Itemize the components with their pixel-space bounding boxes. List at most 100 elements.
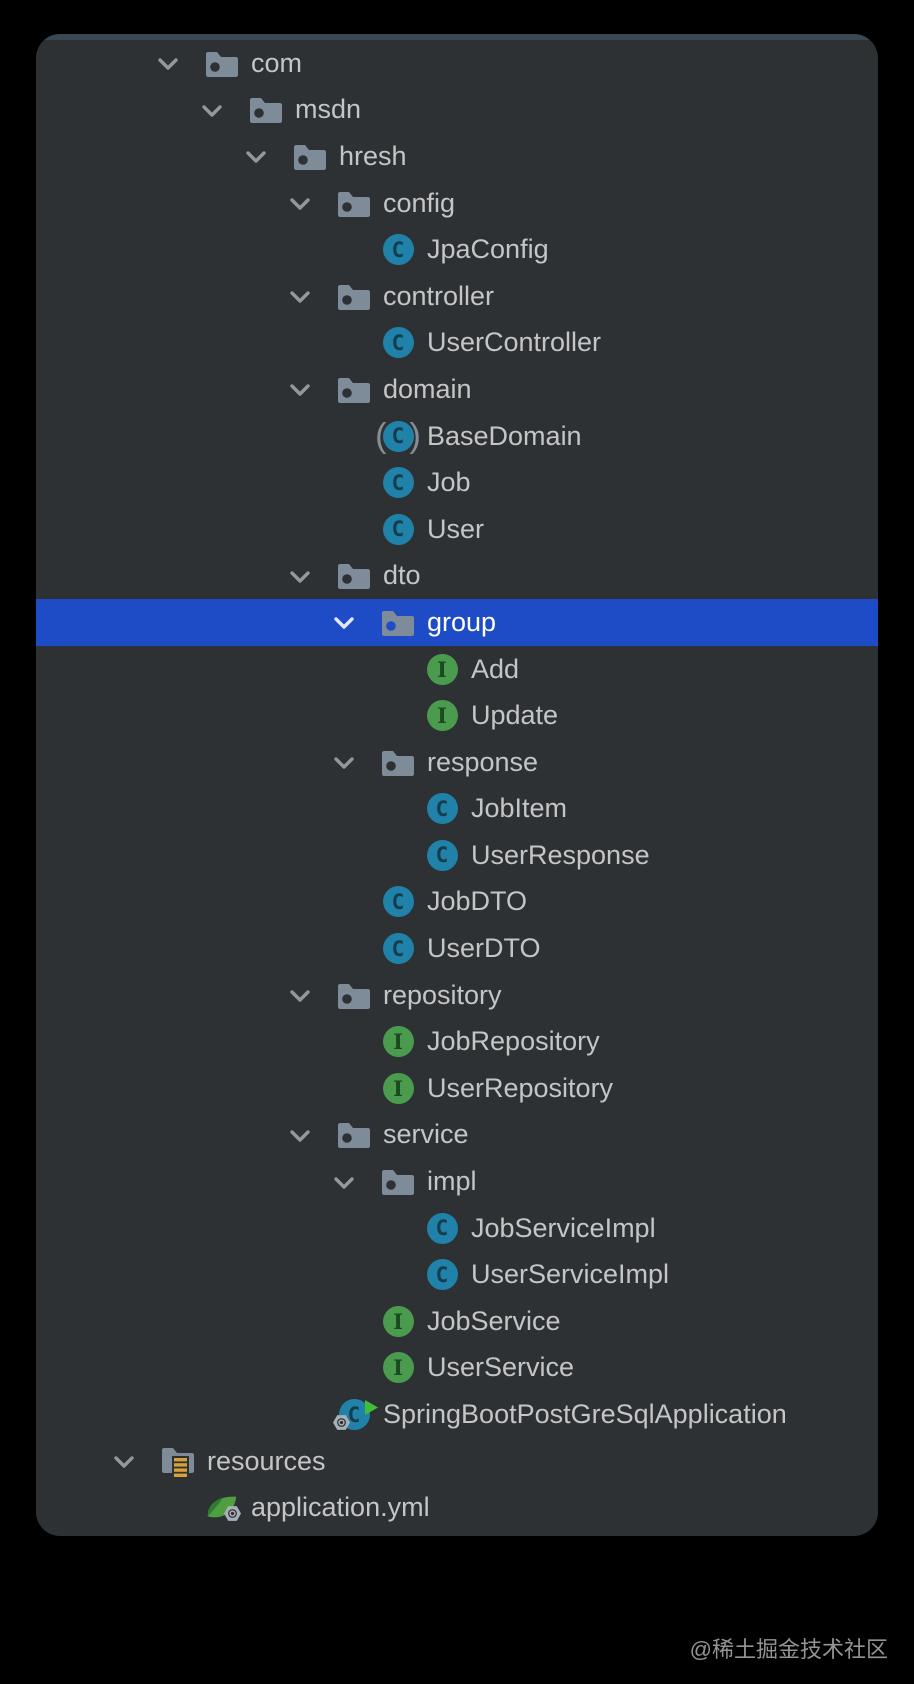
folder-icon xyxy=(336,977,372,1013)
tree-item-label: SpringBootPostGreSqlApplication xyxy=(383,1399,787,1430)
tree-item-label: JobService xyxy=(427,1305,561,1336)
indent-spacer xyxy=(330,1307,358,1335)
tree-row-jobserviceimpl[interactable]: C JobServiceImpl xyxy=(36,1205,878,1252)
tree-item-label: UserServiceImpl xyxy=(471,1259,670,1290)
tree-row-msdn[interactable]: msdn xyxy=(36,87,878,134)
folder-icon xyxy=(336,278,372,314)
tree-item-label: com xyxy=(251,47,303,78)
watermark: @稀土掘金技术社区 xyxy=(689,1637,888,1662)
tree-item-label: repository xyxy=(383,979,502,1010)
class-icon: C xyxy=(424,1210,460,1246)
tree-item-label: impl xyxy=(427,1166,477,1197)
chevron-down-icon[interactable] xyxy=(286,189,314,217)
chevron-down-icon[interactable] xyxy=(198,96,226,124)
tree-row-dto[interactable]: dto xyxy=(36,553,878,600)
tree-item-label: JobServiceImpl xyxy=(471,1212,656,1243)
tree-row-userdto[interactable]: C UserDTO xyxy=(36,925,878,972)
tree-row-domain[interactable]: domain xyxy=(36,366,878,413)
tree-item-label: Add xyxy=(471,653,520,684)
resources-folder-icon xyxy=(160,1443,196,1479)
interface-icon: I xyxy=(380,1303,416,1339)
tree-row-repository[interactable]: repository xyxy=(36,972,878,1019)
interface-icon: I xyxy=(380,1070,416,1106)
tree-item-label: JobDTO xyxy=(427,886,528,917)
tree-row-service[interactable]: service xyxy=(36,1112,878,1159)
tree-item-label: JobRepository xyxy=(427,1026,600,1057)
chevron-down-icon[interactable] xyxy=(154,49,182,77)
tree-row-impl[interactable]: impl xyxy=(36,1158,878,1205)
interface-icon: I xyxy=(424,651,460,687)
tree-item-label: UserDTO xyxy=(427,933,541,964)
tree-row-hresh[interactable]: hresh xyxy=(36,133,878,180)
tree-row-application-yml[interactable]: application.yml xyxy=(36,1484,878,1531)
tree-row-add[interactable]: I Add xyxy=(36,646,878,693)
folder-icon xyxy=(248,92,284,128)
tree-item-label: resources xyxy=(207,1445,326,1476)
class-icon: C xyxy=(380,232,416,268)
folder-icon xyxy=(336,1117,372,1153)
chevron-down-icon[interactable] xyxy=(286,282,314,310)
indent-spacer xyxy=(330,469,358,497)
class-icon: C xyxy=(424,791,460,827)
chevron-down-icon[interactable] xyxy=(110,1447,138,1475)
folder-icon xyxy=(336,558,372,594)
folder-icon xyxy=(380,744,416,780)
indent-spacer xyxy=(330,935,358,963)
indent-spacer xyxy=(374,655,402,683)
tree-item-label: BaseDomain xyxy=(427,420,582,451)
tree-item-label: config xyxy=(383,187,456,218)
indent-spacer xyxy=(286,1401,314,1429)
interface-icon: I xyxy=(424,698,460,734)
indent-spacer xyxy=(330,515,358,543)
folder-icon xyxy=(336,185,372,221)
indent-spacer xyxy=(330,1354,358,1382)
folder-icon xyxy=(380,1164,416,1200)
chevron-down-icon[interactable] xyxy=(330,608,358,636)
spring-config-file-icon xyxy=(204,1490,241,1526)
chevron-down-icon[interactable] xyxy=(286,981,314,1009)
tree-item-label: response xyxy=(427,746,539,777)
tree-row-basedomain[interactable]: (C)BaseDomain xyxy=(36,413,878,460)
chevron-down-icon[interactable] xyxy=(242,142,270,170)
tree-item-label: JobItem xyxy=(471,793,568,824)
indent-spacer xyxy=(374,1261,402,1289)
chevron-down-icon[interactable] xyxy=(330,1168,358,1196)
indent-spacer xyxy=(330,1074,358,1102)
tree-row-com[interactable]: com xyxy=(36,40,878,87)
tree-item-label: hresh xyxy=(339,140,407,171)
tree-item-label: UserRepository xyxy=(427,1072,614,1103)
chevron-down-icon[interactable] xyxy=(286,1121,314,1149)
tree-row-jobservice[interactable]: I JobService xyxy=(36,1298,878,1345)
tree-row-resources[interactable]: resources xyxy=(36,1438,878,1485)
springboot-run-class-icon: C xyxy=(333,1397,378,1433)
indent-spacer xyxy=(154,1494,182,1522)
tree-row-group[interactable]: group xyxy=(36,599,878,646)
tree-row-response[interactable]: response xyxy=(36,739,878,786)
tree-row-config[interactable]: config xyxy=(36,180,878,227)
indent-spacer xyxy=(374,1214,402,1242)
tree-row-userrepository[interactable]: I UserRepository xyxy=(36,1065,878,1112)
folder-icon xyxy=(292,138,328,174)
tree-row-jobitem[interactable]: C JobItem xyxy=(36,786,878,833)
chevron-down-icon[interactable] xyxy=(286,562,314,590)
tree-item-label: UserResponse xyxy=(471,839,650,870)
chevron-down-icon[interactable] xyxy=(286,375,314,403)
tree-row-controller[interactable]: controller xyxy=(36,273,878,320)
indent-spacer xyxy=(330,1028,358,1056)
chevron-down-icon[interactable] xyxy=(330,748,358,776)
class-icon: C xyxy=(380,931,416,967)
indent-spacer xyxy=(330,236,358,264)
indent-spacer xyxy=(374,795,402,823)
